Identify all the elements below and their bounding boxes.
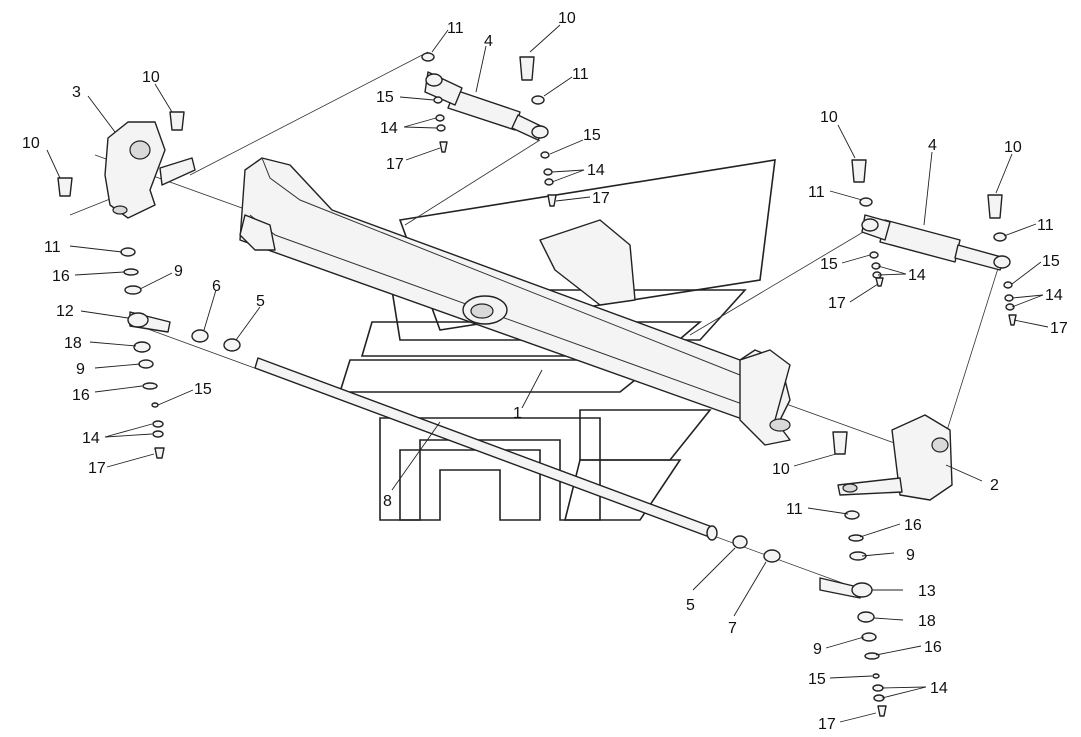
callout-18-left: 18	[64, 335, 82, 352]
callout-11-right-a: 11	[808, 184, 825, 201]
callout-17-bottom: 17	[818, 716, 836, 733]
callout-16-left-b: 16	[72, 387, 90, 404]
callout-10-bottom: 10	[772, 461, 790, 478]
callout-11-top-b: 11	[572, 66, 589, 83]
callout-2: 2	[990, 477, 999, 494]
callout-17-right-b: 17	[1050, 320, 1068, 337]
hardware-top-stack	[421, 52, 557, 207]
callout-6: 6	[212, 278, 221, 295]
callout-9-bottom-b: 9	[813, 641, 822, 658]
callout-1: 1	[513, 405, 522, 422]
callout-15-bottom: 15	[808, 671, 826, 688]
callout-14-top-b: 14	[587, 162, 605, 179]
tie-rod	[254, 357, 718, 541]
callout-labels: 1 2 3 4 4 5 5 6 7 8 9 9 9 9 10 10 10 10 …	[22, 10, 1068, 733]
callout-10-left: 10	[22, 135, 40, 152]
callout-16-left-a: 16	[52, 268, 70, 285]
callout-9-bottom-a: 9	[906, 547, 915, 564]
leader-lines	[46, 24, 1049, 723]
callout-15-left: 15	[194, 381, 212, 398]
callout-16-bottom-b: 16	[924, 639, 942, 656]
callout-17-top-b: 17	[592, 190, 610, 207]
axle-beam	[239, 157, 791, 446]
callout-15-right-a: 15	[820, 256, 838, 273]
cylinder-right	[861, 214, 1011, 271]
callout-11-bottom: 11	[786, 501, 803, 518]
callout-10-right-b: 10	[1004, 139, 1022, 156]
callout-17-right-a: 17	[828, 295, 846, 312]
callout-14-left: 14	[82, 430, 100, 447]
callout-18-bottom: 18	[918, 613, 936, 630]
callout-16-bottom-a: 16	[904, 517, 922, 534]
callout-8: 8	[383, 493, 392, 510]
callout-13: 13	[918, 583, 936, 600]
callout-9-left-a: 9	[174, 263, 183, 280]
callout-11-right-b: 11	[1037, 217, 1054, 234]
callout-9-left-b: 9	[76, 361, 85, 378]
steering-knuckle-right	[837, 414, 953, 501]
hardware-bottom-stack	[732, 431, 887, 717]
callout-15-top-a: 15	[376, 89, 394, 106]
callout-10-top: 10	[558, 10, 576, 27]
callout-15-right-b: 15	[1042, 253, 1060, 270]
callout-11-top-a: 11	[447, 20, 464, 37]
callout-4-top: 4	[484, 33, 493, 50]
callout-10-right-a: 10	[820, 109, 838, 126]
callout-5-left: 5	[256, 293, 265, 310]
callout-15-top-b: 15	[583, 127, 601, 144]
callout-17-left: 17	[88, 460, 106, 477]
callout-17-top-a: 17	[386, 156, 404, 173]
hardware-right-stack	[851, 159, 1017, 326]
cylinder-top	[424, 71, 549, 141]
callout-14-right-a: 14	[908, 267, 926, 284]
callout-5-bottom: 5	[686, 597, 695, 614]
callout-4-right: 4	[928, 137, 937, 154]
callout-11-left: 11	[44, 239, 61, 256]
callout-3: 3	[72, 84, 81, 101]
callout-14-bottom: 14	[930, 680, 948, 697]
hardware-left-stack	[57, 111, 241, 459]
callout-10-left-knuckle: 10	[142, 69, 160, 86]
callout-14-top-a: 14	[380, 120, 398, 137]
steering-knuckle-left	[104, 121, 196, 219]
callout-12: 12	[56, 303, 74, 320]
callout-7: 7	[728, 620, 737, 637]
callout-14-right-b: 14	[1045, 287, 1063, 304]
